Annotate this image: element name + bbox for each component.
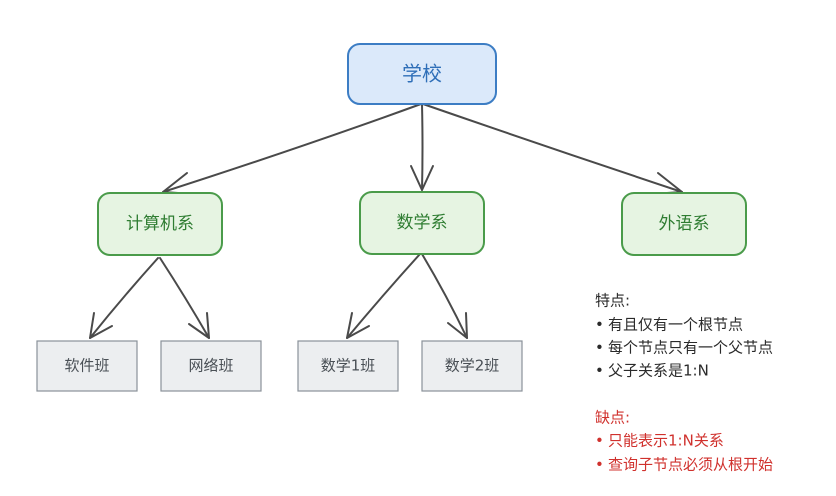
node-class-software-box [36, 340, 138, 392]
node-class-network: 网络班 [160, 340, 262, 392]
arrows-root-to-departments [162, 103, 683, 195]
node-department-lang-label: 外语系 [659, 214, 710, 234]
bullet-icon: • [595, 316, 604, 334]
node-class-software-label: 软件班 [64, 357, 109, 375]
features-item: • 每个节点只有一个父节点 [595, 339, 773, 357]
drawbacks-note: 缺点: • 只能表示1:N关系 • 查询子节点必须从根开始 [595, 409, 773, 474]
bullet-icon: • [595, 432, 604, 450]
bullet-icon: • [595, 339, 604, 357]
features-item: • 有且仅有一个根节点 [595, 316, 743, 334]
node-root-box [347, 43, 497, 105]
arrow-cs-to-network [159, 257, 210, 339]
node-department-math-box [359, 191, 485, 255]
features-item-text: 父子关系是1:N [608, 362, 709, 380]
features-note: 特点: • 有且仅有一个根节点 • 每个节点只有一个父节点 • 父子关系是1:N [595, 292, 773, 380]
node-class-math1-label: 数学1班 [321, 357, 376, 375]
arrow-math-to-math1 [346, 253, 421, 339]
drawbacks-item-text: 查询子节点必须从根开始 [608, 456, 773, 474]
bullet-icon: • [595, 456, 604, 474]
node-class-math2: 数学2班 [421, 340, 523, 392]
features-title: 特点: [595, 292, 630, 310]
node-class-math1-box [297, 340, 399, 392]
node-class-software: 软件班 [36, 340, 138, 392]
arrow-math-to-math2 [421, 253, 468, 339]
arrow-root-to-math [410, 103, 434, 191]
bullet-icon: • [595, 362, 604, 380]
node-root-label: 学校 [402, 62, 442, 86]
node-class-math2-box [421, 340, 523, 392]
node-department-cs-box [97, 192, 223, 256]
arrow-root-to-lang [422, 103, 683, 195]
arrow-cs-to-software [89, 257, 159, 339]
drawbacks-item-text: 只能表示1:N关系 [608, 432, 724, 450]
features-item-text: 有且仅有一个根节点 [608, 316, 743, 334]
node-class-math2-label: 数学2班 [445, 357, 500, 375]
node-department-cs-label: 计算机系 [126, 214, 194, 234]
node-class-network-label: 网络班 [188, 357, 233, 375]
node-department-math: 数学系 [359, 191, 485, 255]
node-class-math1: 数学1班 [297, 340, 399, 392]
drawbacks-item: • 查询子节点必须从根开始 [595, 456, 773, 474]
features-item-text: 每个节点只有一个父节点 [608, 339, 773, 357]
node-class-network-box [160, 340, 262, 392]
arrows-departments-to-classes [89, 253, 468, 339]
node-department-lang-box [621, 192, 747, 256]
node-root: 学校 [347, 43, 497, 105]
node-department-math-label: 数学系 [397, 213, 448, 233]
node-department-cs: 计算机系 [97, 192, 223, 256]
drawbacks-title: 缺点: [595, 409, 630, 427]
arrow-root-to-cs [162, 103, 422, 195]
drawbacks-item: • 只能表示1:N关系 [595, 432, 724, 450]
features-item: • 父子关系是1:N [595, 362, 709, 380]
node-department-lang: 外语系 [621, 192, 747, 256]
